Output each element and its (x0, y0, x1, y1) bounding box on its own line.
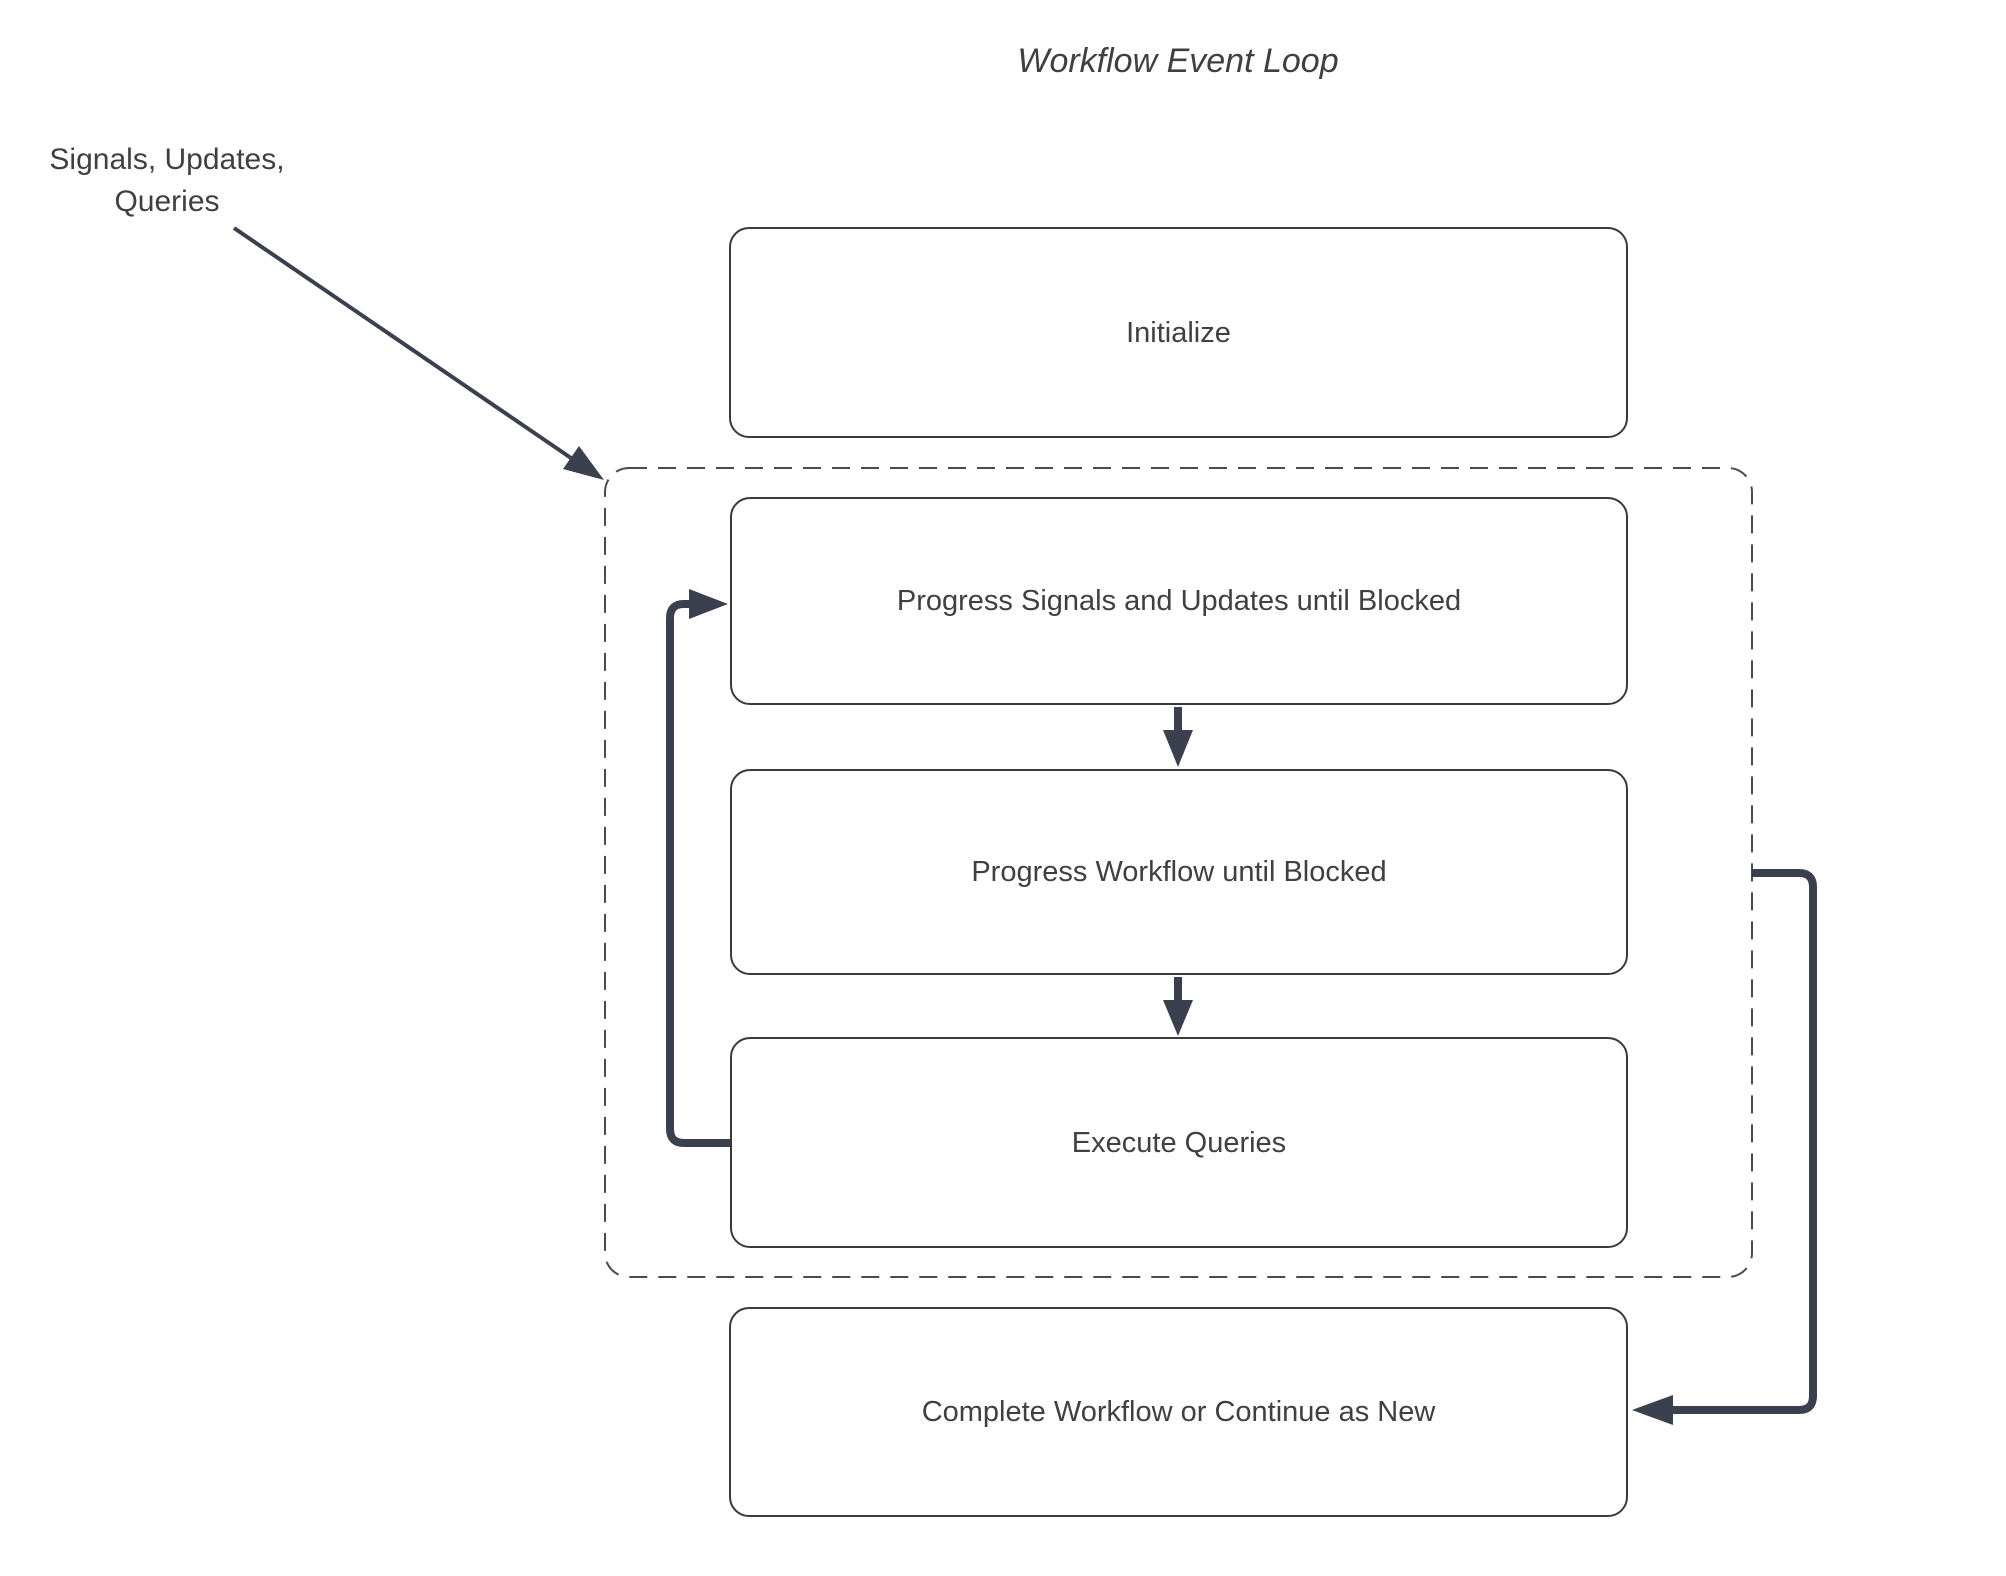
signals-updates-queries-label: Signals, Updates, Queries (17, 139, 317, 223)
node-progress-signals: Progress Signals and Updates until Block… (730, 497, 1628, 705)
node-progress-workflow: Progress Workflow until Blocked (730, 769, 1628, 975)
node-complete-workflow-label: Complete Workflow or Continue as New (921, 1396, 1436, 1428)
down-arrow-1-icon (1163, 707, 1193, 767)
diagram-title: Workflow Event Loop (1017, 42, 1339, 80)
down-arrow-2-icon (1163, 977, 1193, 1036)
node-complete-workflow: Complete Workflow or Continue as New (729, 1307, 1628, 1517)
signals-entry-arrow-icon (232, 226, 604, 480)
node-execute-queries: Execute Queries (730, 1037, 1628, 1248)
node-progress-workflow-label: Progress Workflow until Blocked (971, 856, 1387, 888)
annotation-line-1: Signals, Updates, (49, 143, 285, 176)
loop-back-arrow-icon (666, 589, 730, 1147)
node-execute-queries-label: Execute Queries (1071, 1126, 1287, 1159)
node-initialize-label: Initialize (1126, 316, 1231, 349)
node-initialize: Initialize (729, 227, 1628, 438)
continue-as-new-arrow-icon (1632, 869, 1817, 1425)
node-progress-signals-label: Progress Signals and Updates until Block… (896, 585, 1462, 617)
annotation-line-2: Queries (114, 185, 220, 218)
